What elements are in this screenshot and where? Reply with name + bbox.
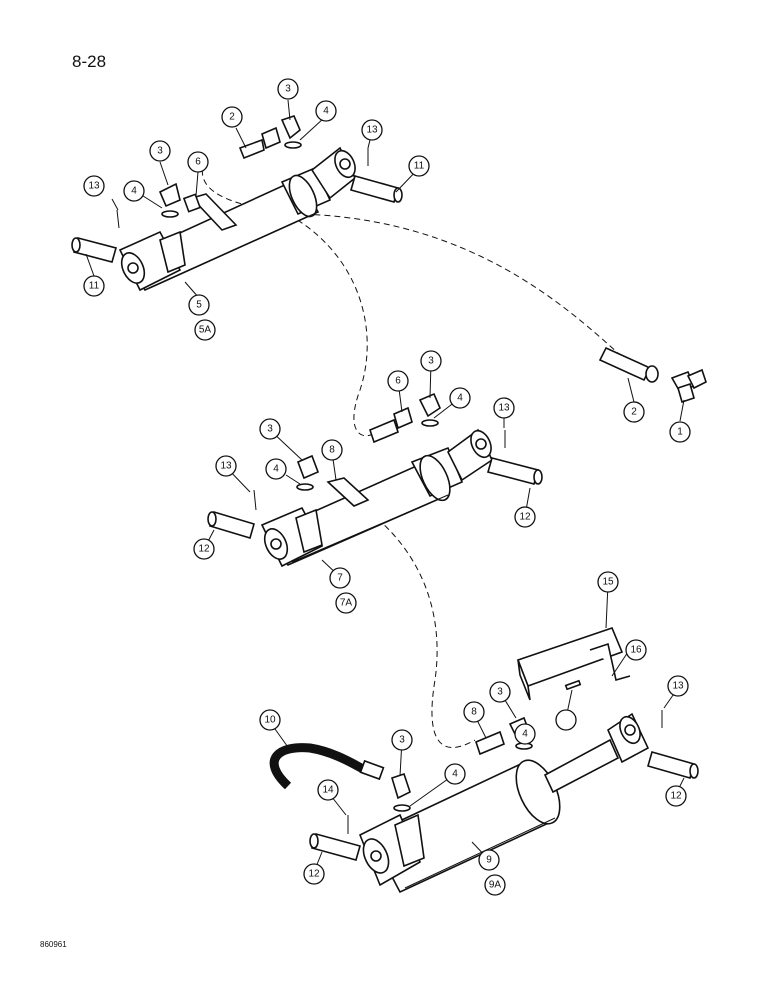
callout-14: 15	[597, 571, 619, 593]
callout-16	[555, 709, 577, 731]
callout-3: 3	[391, 729, 413, 751]
routing-dashed-lines	[201, 159, 621, 748]
callout-8: 8	[321, 439, 343, 461]
svg-text:14: 14	[322, 785, 334, 796]
callout-15: 16	[625, 639, 647, 661]
callout-12: 12	[514, 506, 536, 528]
callout-3: 3	[149, 140, 171, 162]
callout-4: 4	[514, 723, 536, 745]
svg-text:12: 12	[670, 791, 682, 802]
callout-11: 11	[408, 155, 430, 177]
callout-5a: 5A	[194, 319, 216, 341]
page-number: 8-28	[72, 52, 107, 71]
loose-fitting-assembly	[598, 346, 707, 404]
svg-text:13: 13	[366, 125, 378, 136]
svg-text:3: 3	[267, 424, 273, 435]
callout-13: 13	[493, 397, 515, 419]
svg-text:11: 11	[89, 281, 100, 292]
callout-13: 13	[667, 675, 689, 697]
callout-10: 10	[259, 709, 281, 731]
callout-13: 14	[317, 779, 339, 801]
document-code: 860961	[40, 940, 67, 949]
svg-text:12: 12	[308, 869, 320, 880]
callout-13: 13	[83, 175, 105, 197]
callout-3: 3	[277, 78, 299, 100]
svg-text:2: 2	[229, 112, 235, 123]
callout-3: 3	[259, 418, 281, 440]
callout-6: 6	[387, 370, 409, 392]
callout-9a: 9A	[484, 874, 506, 896]
svg-text:4: 4	[273, 464, 279, 475]
svg-text:1: 1	[677, 427, 683, 438]
svg-text:3: 3	[157, 146, 163, 157]
callout-4: 4	[123, 180, 145, 202]
svg-text:6: 6	[395, 376, 401, 387]
svg-text:5: 5	[196, 300, 202, 311]
svg-text:13: 13	[88, 181, 100, 192]
svg-text:4: 4	[131, 186, 137, 197]
svg-text:7: 7	[337, 573, 343, 584]
svg-text:5A: 5A	[199, 325, 212, 336]
top-cylinder	[118, 146, 357, 292]
svg-text:12: 12	[198, 544, 210, 555]
callout-4: 4	[265, 458, 287, 480]
callouts: 1 2 2 3 3 3 3 3 3 4 4 4 4 4 4 5 5A 6 6 7…	[83, 78, 691, 896]
svg-text:2: 2	[631, 407, 637, 418]
svg-text:8: 8	[329, 445, 335, 456]
callout-4: 4	[449, 387, 471, 409]
svg-text:4: 4	[452, 769, 458, 780]
svg-text:15: 15	[602, 577, 614, 588]
bottom-cylinder	[358, 712, 650, 894]
middle-cylinder	[260, 428, 494, 568]
svg-text:3: 3	[497, 687, 503, 698]
svg-text:3: 3	[399, 735, 405, 746]
callout-4: 4	[444, 763, 466, 785]
svg-text:13: 13	[498, 403, 510, 414]
callout-7a: 7A	[335, 592, 357, 614]
callout-12: 12	[193, 538, 215, 560]
bottom-pins-fittings	[269, 627, 699, 861]
svg-text:9: 9	[486, 855, 492, 866]
svg-text:16: 16	[630, 645, 642, 656]
top-pins-fittings	[71, 115, 403, 263]
callout-12: 12	[303, 863, 325, 885]
callout-1: 1	[669, 421, 691, 443]
svg-text:3: 3	[428, 356, 434, 367]
svg-text:11: 11	[414, 161, 425, 172]
callout-11: 11	[83, 275, 105, 297]
callout-2: 2	[623, 401, 645, 423]
callout-13: 13	[361, 119, 383, 141]
svg-text:4: 4	[323, 106, 329, 117]
svg-text:10: 10	[264, 715, 276, 726]
callout-7: 7	[329, 567, 351, 589]
svg-text:12: 12	[519, 512, 531, 523]
svg-text:4: 4	[522, 729, 528, 740]
svg-text:6: 6	[195, 157, 201, 168]
callout-9: 9	[478, 849, 500, 871]
callout-12: 12	[665, 785, 687, 807]
svg-text:13: 13	[220, 461, 232, 472]
callout-6: 6	[187, 151, 209, 173]
callout-8: 8	[463, 701, 485, 723]
callout-4: 4	[315, 100, 337, 122]
svg-text:7A: 7A	[340, 598, 353, 609]
middle-pins-fittings	[207, 392, 543, 539]
callout-5: 5	[188, 294, 210, 316]
svg-text:13: 13	[672, 681, 684, 692]
callout-3: 3	[489, 681, 511, 703]
svg-text:9A: 9A	[489, 880, 502, 891]
callout-2: 2	[221, 106, 243, 128]
svg-text:3: 3	[285, 84, 291, 95]
svg-text:4: 4	[457, 393, 463, 404]
svg-text:8: 8	[471, 707, 477, 718]
callout-13: 13	[215, 455, 237, 477]
callout-3: 3	[420, 350, 442, 372]
